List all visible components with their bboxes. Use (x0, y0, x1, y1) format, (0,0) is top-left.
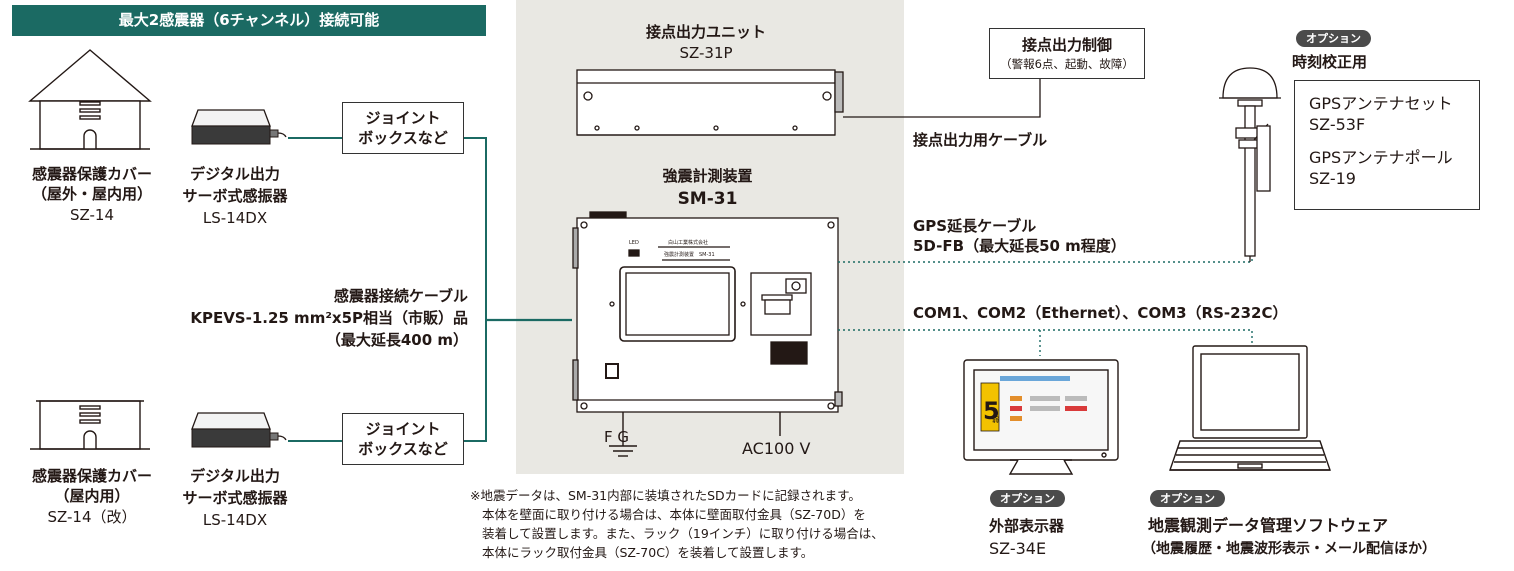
software-option-sub: （地震履歴・地震波形表示・メール配信ほか） (1142, 541, 1436, 557)
gps-item1-name: GPSアンテナセット (1309, 94, 1453, 113)
junction-box-top: ジョイント ボックスなど (342, 102, 464, 154)
gps-cable-line1: GPS延長ケーブル (913, 217, 1037, 235)
gps-option-box: GPSアンテナセット SZ-53F GPSアンテナポール SZ-19 (1294, 80, 1480, 210)
gps-option-title: 時刻校正用 (1292, 53, 1368, 71)
sensor-cable-line3: （最大延長400 m） (325, 331, 468, 349)
com-cable (838, 329, 1253, 346)
panel-brand: 白山工業株式会社 (668, 240, 709, 246)
display-option-model: SZ-34E (989, 539, 1047, 558)
ground-symbol (609, 412, 637, 457)
sensor-bottom-illustration (191, 412, 287, 448)
display-option-name: 外部表示器 (989, 517, 1065, 535)
gps-option-badge: オプション (1296, 30, 1371, 47)
sensor-cable-line1: 感震器接続ケーブル (333, 287, 468, 305)
gps-item2-name: GPSアンテナポール (1309, 148, 1453, 167)
gps-antenna-illustration (1219, 67, 1281, 262)
ground-label: F G (604, 428, 630, 446)
display-option-badge: オプション (990, 490, 1065, 507)
laptop-illustration (1169, 345, 1331, 471)
contact-control-box: 接点出力制御 （警報6点、起動、故障） (989, 28, 1145, 79)
sensor-top-model: LS-14DX (202, 209, 268, 227)
sensor-top-line2: サーボ式感振器 (182, 187, 288, 205)
contact-unit-name: 接点出力ユニット (645, 23, 766, 41)
main-unit-name: 強震計測装置 (662, 167, 753, 185)
sensor-top-illustration (191, 109, 287, 145)
jbox-bottom-line1: ジョイント (365, 420, 441, 438)
contact-cable-label: 接点出力用ケーブル (913, 131, 1048, 149)
jbox-bottom-line2: ボックスなど (358, 440, 448, 458)
title-banner: 最大2感震器（6チャンネル）接続可能 (12, 5, 486, 36)
contact-unit-illustration (576, 69, 844, 136)
main-unit-illustration (572, 211, 843, 413)
note-line3: 装着して設置します。また、ラック（19インチ）に取り付ける場合は、 (482, 526, 884, 541)
display-screen-unit: 弱 (992, 416, 999, 424)
panel-led-label: LED (629, 240, 639, 246)
note-line1: ※地震データは、SM-31内部に装填されたSDカードに記録されます。 (470, 488, 861, 503)
junction-box-bottom: ジョイント ボックスなど (342, 413, 464, 465)
panel-name: 強震計測装置 SM-31 (664, 252, 715, 258)
sensor-cable-line2: KPEVS-1.25 mm²x5P相当（市販）品 (190, 309, 468, 327)
main-unit-model: SM-31 (677, 189, 738, 209)
display-screen-value: 5 (983, 397, 1000, 425)
contact-control-sub: （警報6点、起動、故障） (1000, 57, 1134, 71)
cover-top-illustration (28, 49, 152, 150)
cover-bottom-model: SZ-14（改） (47, 508, 137, 526)
sensor-bottom-model: LS-14DX (202, 511, 268, 529)
cover-top-sub: （屋外・屋内用） (31, 185, 152, 203)
cable-bus (464, 137, 487, 442)
note-line2: 本体を壁面に取り付ける場合は、本体に壁面取付金具（SZ-70D）を (482, 507, 866, 522)
jbox-top-line2: ボックスなど (358, 129, 448, 147)
sensor-bottom-line1: デジタル出力 (190, 467, 280, 485)
cover-bottom-illustration (30, 400, 150, 450)
contact-cable (843, 78, 1041, 118)
cover-top-name: 感震器保護カバー (31, 165, 152, 183)
power-label: AC100 V (742, 439, 811, 458)
external-display-illustration (963, 359, 1119, 475)
gps-item2-model: SZ-19 (1309, 169, 1356, 188)
sensor-bottom-line2: サーボ式感振器 (182, 489, 288, 507)
jbox-top-line1: ジョイント (365, 109, 441, 127)
gps-item1-model: SZ-53F (1309, 115, 1366, 134)
cover-bottom-name: 感震器保護カバー (31, 467, 152, 485)
sensor-top-line1: デジタル出力 (190, 165, 280, 183)
software-option-badge: オプション (1150, 490, 1225, 507)
contact-control-title: 接点出力制御 (1021, 36, 1112, 54)
contact-unit-model: SZ-31P (679, 44, 733, 62)
software-option-name: 地震観測データ管理ソフトウェア (1148, 516, 1389, 535)
note-line4: 本体にラック取付金具（SZ-70C）を装着して設置します。 (482, 545, 814, 560)
com-label: COM1、COM2（Ethernet）、COM3（RS-232C） (913, 304, 1288, 322)
gps-cable-line2: 5D-FB（最大延長50 m程度） (913, 237, 1126, 255)
cover-bottom-sub: （屋内用） (54, 487, 130, 505)
cover-top-model: SZ-14 (69, 206, 115, 224)
